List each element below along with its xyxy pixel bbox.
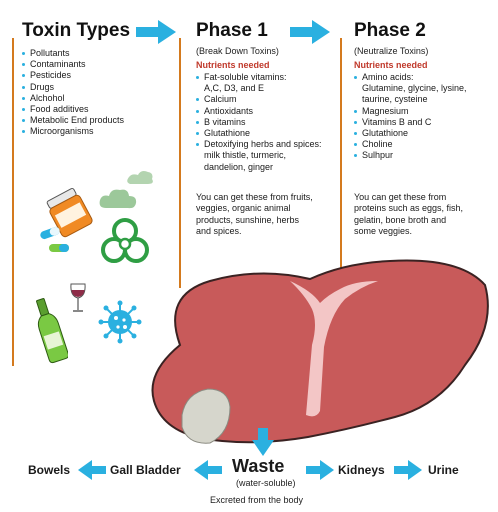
phase2-nutrients-heading: Nutrients needed [354, 60, 428, 70]
kidneys-label: Kidneys [338, 463, 385, 477]
phase1-nutrients-heading: Nutrients needed [196, 60, 270, 70]
arrow-left-icon [194, 460, 222, 480]
list-item: Glutathione [354, 128, 467, 139]
liver-illustration [151, 259, 489, 444]
phase1-title: Phase 1 [196, 20, 268, 41]
bowels-label: Bowels [28, 463, 71, 477]
toxin-types-list: Pollutants Contaminants Pesticides Drugs… [22, 48, 124, 138]
list-item: Choline [354, 139, 467, 150]
bottle-icon [36, 298, 68, 364]
phase2-note: You can get these from proteins such as … [354, 192, 464, 236]
list-item: Amino acids: Glutamine, glycine, lysine,… [354, 72, 467, 106]
urine-label: Urine [428, 463, 459, 477]
capsule-icon [49, 244, 69, 252]
excreted-label: Excreted from the body [210, 495, 304, 505]
arrow-left-icon [78, 460, 106, 480]
pill-bottle-icon [46, 187, 93, 238]
smoke-icon [127, 171, 153, 184]
arrow-right-icon [136, 20, 176, 44]
biohazard-icon [101, 218, 149, 263]
divider-left [12, 38, 14, 366]
arrow-down-icon [252, 428, 274, 456]
phase2-title: Phase 2 [354, 20, 426, 41]
waste-sub-label: (water-soluble) [236, 478, 296, 488]
list-item: Alchohol [22, 93, 124, 104]
cloud-icon [99, 189, 137, 209]
list-item: Antioxidants [196, 106, 322, 117]
list-item: Contaminants [22, 59, 124, 70]
waste-label: Waste [232, 456, 285, 476]
list-item: Fat-soluble vitamins: A,C, D3, and E [196, 72, 322, 94]
list-item: Glutathione [196, 128, 322, 139]
toxin-types-title: Toxin Types [22, 20, 131, 41]
wine-glass-icon [70, 283, 86, 312]
list-item: Calcium [196, 94, 322, 105]
arrow-right-icon [394, 460, 422, 480]
virus-icon [98, 300, 142, 344]
list-item: Food additives [22, 104, 124, 115]
list-item: Pollutants [22, 48, 124, 59]
phase1-subtitle: (Break Down Toxins) [196, 46, 279, 56]
divider-middle [179, 38, 181, 288]
phase2-subtitle: (Neutralize Toxins) [354, 46, 429, 56]
list-item: Sulhpur [354, 150, 467, 161]
list-item: Drugs [22, 82, 124, 93]
arrow-right-icon [306, 460, 334, 480]
list-item: Magnesium [354, 106, 467, 117]
phase1-note: You can get these from fruits, veggies, … [196, 192, 313, 236]
phase2-list: Amino acids: Glutamine, glycine, lysine,… [354, 72, 467, 162]
divider-right [340, 38, 342, 288]
list-item: Detoxifying herbs and spices: milk thist… [196, 139, 322, 173]
list-item: B vitamins [196, 117, 322, 128]
list-item: Metabolic End products [22, 115, 124, 126]
phase1-list: Fat-soluble vitamins: A,C, D3, and E Cal… [196, 72, 322, 173]
capsule-icon [40, 226, 60, 240]
arrow-right-icon [290, 20, 330, 44]
list-item: Microorganisms [22, 126, 124, 137]
list-item: Pesticides [22, 70, 124, 81]
gall-bladder-label: Gall Bladder [110, 463, 181, 477]
list-item: Vitamins B and C [354, 117, 467, 128]
